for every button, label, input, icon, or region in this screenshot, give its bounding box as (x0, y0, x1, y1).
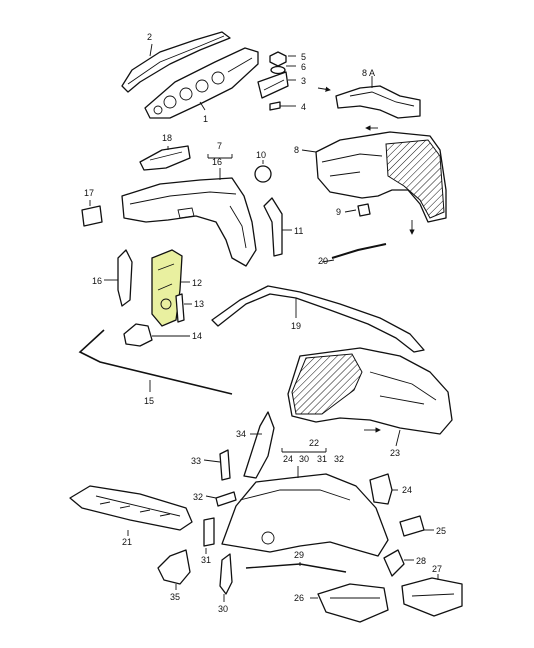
part-28-bracket (383, 549, 405, 577)
part-25-clip (399, 515, 425, 537)
part-24-cover (369, 473, 393, 505)
callout-9: 9 (336, 207, 341, 217)
callout-32-group: 32 (334, 454, 344, 464)
part-32-plate (215, 491, 237, 507)
part-14-cap (123, 323, 153, 347)
callout-27: 27 (432, 564, 442, 574)
callout-29: 29 (294, 550, 304, 560)
part-19-roof-frame (211, 285, 425, 353)
part-17-plate (81, 205, 103, 227)
callout-16-top: 16 (212, 157, 222, 167)
callout-15: 15 (144, 396, 154, 406)
part-4-bolt (269, 101, 281, 111)
callout-34: 34 (236, 429, 246, 439)
part-15-cable (78, 329, 233, 395)
callout-17: 17 (84, 188, 94, 198)
callout-28: 28 (416, 556, 426, 566)
callout-32: 32 (193, 492, 203, 502)
callout-18: 18 (162, 133, 172, 143)
callout-8: 8 (294, 145, 299, 155)
callout-labels: 2 1 5 6 3 4 8 A 8 9 10 7 16 18 17 11 16 … (84, 32, 446, 614)
part-26-bumper-bracket (317, 583, 389, 623)
callout-14: 14 (192, 331, 202, 341)
part-35-bracket (157, 549, 191, 585)
callout-8a: 8 A (362, 68, 375, 78)
callout-6: 6 (301, 62, 306, 72)
part-8a-reinforcement (335, 85, 421, 119)
part-34-pillar (243, 411, 275, 479)
callout-10: 10 (256, 150, 266, 160)
callout-33: 33 (191, 456, 201, 466)
part-20-seal-strip (331, 243, 387, 259)
part-1-dashboard (144, 47, 259, 119)
callout-2: 2 (147, 32, 152, 42)
callout-23: 23 (390, 448, 400, 458)
callout-22: 22 (309, 438, 319, 448)
part-21-sill (69, 485, 193, 531)
callout-24-group: 24 (283, 454, 293, 464)
part-6-washer (270, 65, 286, 75)
callout-4: 4 (301, 102, 306, 112)
callout-1: 1 (203, 114, 208, 124)
callout-30-group: 30 (299, 454, 309, 464)
callout-35: 35 (170, 592, 180, 602)
part-27-bumper-bracket (401, 577, 463, 617)
part-22-rear-inner-quarter (221, 473, 389, 557)
callout-30: 30 (218, 604, 228, 614)
callout-31: 31 (201, 555, 211, 565)
part-13-strap (175, 293, 185, 323)
callout-12: 12 (192, 278, 202, 288)
part-23-rear-quarter (287, 347, 453, 435)
part-8-wheel-housing (315, 131, 447, 223)
part-30-strip (219, 553, 233, 595)
part-33-bracket (219, 449, 231, 481)
part-16-strip (117, 249, 133, 307)
part-18-bracket (139, 145, 191, 171)
part-10-plug (254, 165, 272, 183)
part-31-bracket (203, 517, 215, 547)
callout-19: 19 (291, 321, 301, 331)
callout-3: 3 (301, 76, 306, 86)
part-29-cable (245, 563, 347, 573)
part-2-dash-cover (121, 31, 231, 93)
callout-11: 11 (294, 226, 303, 236)
callout-5: 5 (301, 52, 306, 62)
part-7-wheel-housing-left (121, 177, 257, 267)
callout-31-group: 31 (317, 454, 327, 464)
callout-24: 24 (402, 485, 412, 495)
callout-16-left: 16 (92, 276, 102, 286)
part-11-strip (263, 197, 283, 257)
leader-lines (89, 43, 439, 602)
callout-7: 7 (217, 141, 222, 151)
callout-21: 21 (122, 537, 132, 547)
part-5-nut (269, 51, 287, 67)
callout-26: 26 (294, 593, 304, 603)
part-9-clip (357, 203, 371, 217)
callout-25: 25 (436, 526, 446, 536)
callout-13: 13 (194, 299, 204, 309)
part-3-bracket (257, 71, 289, 99)
callout-20: 20 (318, 256, 328, 266)
